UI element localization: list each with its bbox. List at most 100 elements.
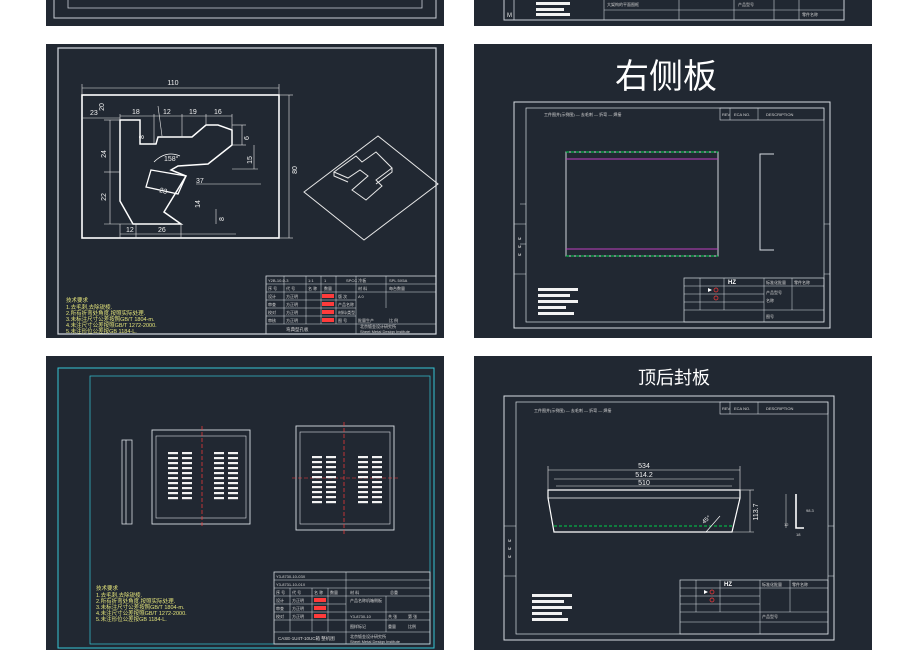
assembly-side-view bbox=[121, 439, 133, 525]
dim-24: 24 bbox=[101, 150, 108, 158]
note-line: 1.去毛刺,去除锐棱. bbox=[96, 591, 143, 599]
drawing-name: 弯典型孔板 bbox=[286, 326, 309, 333]
tb-cell: 数量 bbox=[330, 589, 338, 595]
tb-cell: 产品名称 bbox=[350, 597, 366, 603]
svg-text:M: M bbox=[508, 538, 511, 543]
dim-16: 16 bbox=[214, 109, 222, 116]
tb-text: 产品型号 bbox=[762, 613, 778, 619]
technical-notes: 技术要求 1.去毛刺,去除锐棱. 2.所有折弯处角度,按照实际处理. 3.未标注… bbox=[96, 584, 187, 623]
header-text: 工件图并(示例图) — 去毛刺 — 折弯 — 焊接 bbox=[534, 407, 611, 413]
tb-cell: 图 号 bbox=[338, 317, 347, 323]
plate-front-view bbox=[547, 489, 741, 533]
tb-cell: SPCC 冷板 bbox=[346, 277, 366, 283]
company-cn: 北京钣金设计研究所 bbox=[350, 633, 386, 639]
tb-cell: 审查 bbox=[276, 605, 284, 611]
svg-text:M: M bbox=[507, 13, 512, 19]
tb-cell: 版 次 bbox=[338, 293, 347, 299]
redacted-text-block bbox=[538, 288, 578, 315]
dim-37: 37 bbox=[196, 178, 204, 185]
drawing-frame-peek bbox=[53, 0, 437, 19]
svg-text:M: M bbox=[508, 546, 511, 551]
note-line: 5.未注形位公差按GB 1184-L. bbox=[66, 327, 137, 335]
tb-cell: 序 号 bbox=[268, 285, 277, 291]
tb-cell: SPL 5X5A bbox=[389, 278, 408, 283]
svg-text:M: M bbox=[508, 554, 511, 559]
rev-header: DESCRIPTION bbox=[766, 406, 793, 411]
tb-text-3: 零件名称 bbox=[802, 11, 818, 17]
tb-cell: 批量生产 bbox=[358, 317, 374, 323]
slot-contour bbox=[145, 169, 187, 195]
dim-534: 534 bbox=[638, 463, 650, 470]
tb-cell: 名 称 bbox=[314, 589, 323, 595]
plate-side-profile: 98.3 12 18 bbox=[784, 494, 815, 537]
title-block: Y2B-10-0-3 1:1 1 SPCC 冷板 SPL 5X5A 序 号 代 … bbox=[265, 275, 437, 335]
tb-cell: Y2B-10-0-3 bbox=[268, 278, 289, 283]
tb-label: 产品型号 bbox=[766, 289, 782, 295]
right-side-plate-drawing: 右侧板 工件图并(示例图) — 去毛刺 — 折弯 — 焊接 REV ECA NO… bbox=[513, 58, 831, 329]
dim-angle: 45° bbox=[701, 515, 712, 526]
dim-20: 20 bbox=[99, 103, 106, 111]
note-line: 3.未标注尺寸公差按照GB/T 1804-m. bbox=[66, 315, 155, 323]
tb-cell: 校对 bbox=[268, 309, 276, 315]
tb-cell: 1 bbox=[324, 278, 327, 283]
tb-cell: 产品名称 bbox=[338, 301, 354, 307]
tb-cell: 方正明 bbox=[286, 317, 298, 323]
dim-14: 14 bbox=[195, 200, 202, 208]
tb-cell: 材 料 bbox=[350, 589, 359, 595]
dim-110: 110 bbox=[167, 80, 178, 87]
panel-title: 右侧板 bbox=[615, 58, 717, 96]
tb-text-2: 产品型号 bbox=[738, 1, 754, 7]
dim-26: 26 bbox=[158, 227, 166, 234]
tb-cell: 材料/类型 bbox=[338, 309, 355, 315]
tb-text: 标准化批量 bbox=[762, 581, 782, 587]
tb-cell: Y3-8730-10 bbox=[350, 614, 372, 619]
dim-side-w: 18 bbox=[796, 532, 801, 537]
cad-panel-right-side-plate: 右侧板 工件图并(示例图) — 去毛刺 — 折弯 — 焊接 REV ECA NO… bbox=[474, 44, 872, 338]
dim-22: 22 bbox=[101, 193, 108, 201]
svg-text:M: M bbox=[518, 236, 521, 241]
company-cn: 北京钣金设计研究所 bbox=[360, 323, 396, 329]
tb-cell: 审核 bbox=[268, 317, 276, 323]
tb-cell: 总重 bbox=[390, 589, 398, 595]
dim-510: 510 bbox=[638, 480, 650, 487]
tb-cell: 图样标记 bbox=[350, 623, 366, 629]
tb-text: 零件名称 bbox=[794, 279, 810, 285]
dim-19: 19 bbox=[189, 109, 197, 116]
rev-header: REV bbox=[722, 406, 731, 411]
dim-23: 23 bbox=[90, 110, 98, 117]
cad-panel-assembly: 技术要求 1.去毛刺,去除锐棱. 2.所有折弯处角度,按照实际处理. 3.未标注… bbox=[46, 356, 444, 650]
rev-header: ECA NO. bbox=[734, 406, 750, 411]
tb-label: 图号 bbox=[766, 313, 774, 319]
dim-514: 514.2 bbox=[635, 472, 653, 479]
tb-text: 标准化批量 bbox=[766, 279, 786, 285]
top-back-plate-drawing: 顶后封板 工件图并(示例图) — 去毛刺 — 折弯 — 焊接 REV ECA N… bbox=[503, 368, 835, 641]
flat-part-drawing: 110 80 20 23 18 12 19 16 8 24 6 15 158° … bbox=[57, 47, 439, 335]
tb-cell: 1:1 bbox=[308, 278, 314, 283]
tb-cell: 比例 bbox=[408, 623, 416, 629]
company-en: Sheet Metal Design Institute bbox=[350, 639, 401, 644]
note-line: 4.未注尺寸公差按照GB/T 1272-2000. bbox=[66, 321, 157, 329]
dim-113: 113.7 bbox=[753, 503, 760, 520]
tb-cell: A 0 bbox=[358, 294, 365, 299]
svg-text:M: M bbox=[518, 252, 521, 257]
title-block: HZ 标准化批量 零件名称 产品型号 bbox=[679, 579, 829, 635]
dim-side-small: 12 bbox=[784, 522, 789, 527]
assembly-drawing: 技术要求 1.去毛刺,去除锐棱. 2.所有折弯处角度,按照实际处理. 3.未标注… bbox=[57, 367, 435, 649]
dim-18: 18 bbox=[132, 109, 140, 116]
tb-cell: 方正明 bbox=[286, 309, 298, 315]
svg-text:M: M bbox=[518, 244, 521, 249]
dim-side-h: 98.3 bbox=[806, 508, 815, 513]
vent-slots bbox=[168, 452, 382, 504]
cad-panel-flat-part: 110 80 20 23 18 12 19 16 8 24 6 15 158° … bbox=[46, 44, 444, 338]
notes-heading: 技术要求 bbox=[96, 584, 119, 592]
tb-cell: 重量 bbox=[388, 623, 396, 629]
plate-side-view bbox=[759, 153, 774, 251]
cutout-contour bbox=[119, 119, 233, 225]
header-text: 工件图并(示例图) — 去毛刺 — 折弯 — 焊接 bbox=[544, 111, 621, 117]
tb-cell: 机箱侧板 bbox=[366, 597, 382, 603]
plate-front-view bbox=[565, 151, 719, 257]
tb-cell: 方正明 bbox=[286, 301, 298, 307]
assembly-top-view bbox=[292, 422, 398, 534]
title-block-peek: M 大架构的平面图框 产品型号 零件名称 bbox=[503, 0, 845, 21]
dim-15: 15 bbox=[247, 156, 254, 164]
